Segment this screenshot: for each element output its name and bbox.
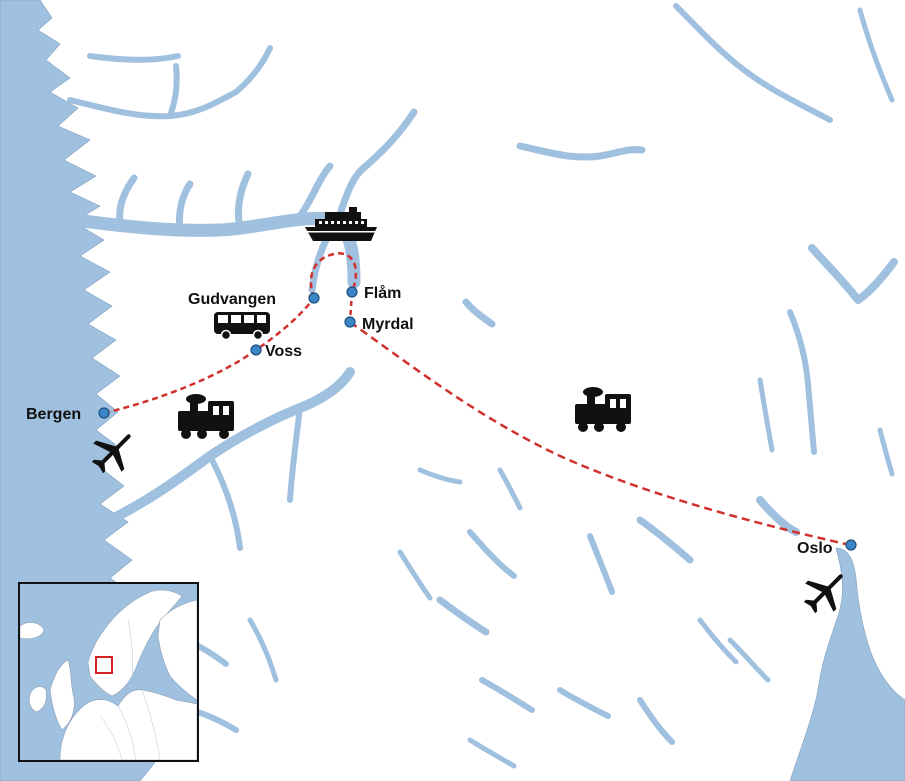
route-ferry xyxy=(309,252,358,299)
inset-ireland xyxy=(28,686,47,713)
route-myrdal-oslo xyxy=(349,320,851,547)
stop-flam[interactable] xyxy=(346,286,358,298)
ferry-icon xyxy=(305,207,377,241)
hardangerfjord xyxy=(105,367,355,525)
stop-gudvangen[interactable] xyxy=(308,292,320,304)
fjord-branch xyxy=(116,108,418,294)
train-icon xyxy=(575,387,631,432)
stop-bergen[interactable] xyxy=(98,407,110,419)
label-flam: Flåm xyxy=(364,284,401,302)
label-bergen: Bergen xyxy=(26,406,81,423)
inset-britain xyxy=(49,659,75,731)
fjord-north xyxy=(67,45,273,120)
label-myrdal: Myrdal xyxy=(362,316,414,333)
inset-continent xyxy=(59,689,197,760)
bus-icon xyxy=(214,312,270,341)
fjord-southwest xyxy=(127,405,303,733)
label-gudvangen: Gudvangen xyxy=(188,291,276,308)
plane-icon xyxy=(803,574,843,614)
inset-iceland xyxy=(20,622,45,640)
stops xyxy=(98,286,857,551)
stop-oslo[interactable] xyxy=(845,539,857,551)
train-icon xyxy=(178,394,234,439)
stop-myrdal[interactable] xyxy=(344,316,356,328)
lakes xyxy=(247,3,898,769)
inset-frame xyxy=(18,582,199,762)
inset-highlight xyxy=(95,656,113,674)
label-voss: Voss xyxy=(265,343,302,360)
inset-map xyxy=(18,582,199,762)
stop-voss[interactable] xyxy=(250,344,262,356)
plane-icon xyxy=(91,434,131,474)
route-bergen-voss-gudvangen xyxy=(103,297,315,415)
inset-finland xyxy=(157,599,197,701)
label-oslo: Oslo xyxy=(797,540,833,557)
